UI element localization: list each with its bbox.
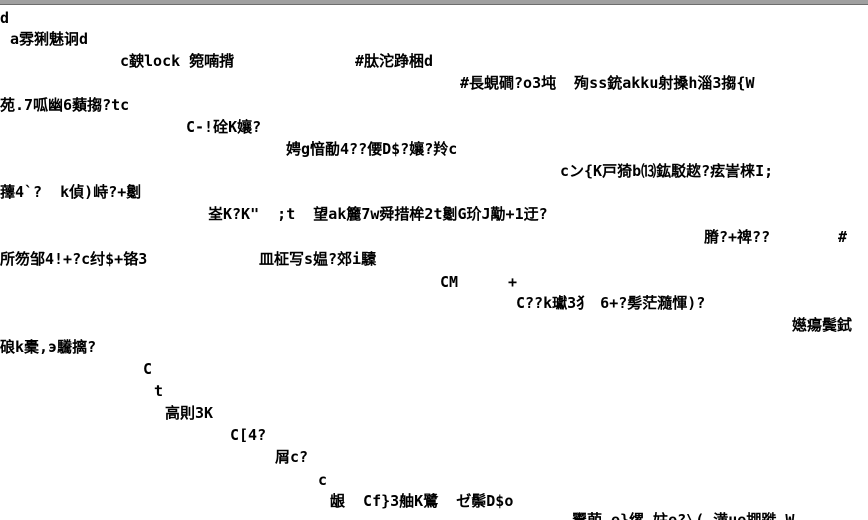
text-line: 蘀4`? k偵)峙?+劖 (0, 183, 142, 201)
text-line: C-!硂K孃? (186, 118, 262, 136)
text-line: 皿柾写s媪?郊i驝 (259, 250, 377, 268)
text-line: 嬨瘍鬓鉽 (792, 316, 853, 334)
text-line: 硠k橐,э驣摛? (0, 338, 97, 356)
text-line: 膌?+禆?? (704, 228, 771, 246)
text-line: C (143, 360, 153, 378)
text-line: cン{K戸猗b⒀鈜駁趑?痃訔梾I; (560, 162, 774, 180)
text-line: C??k瓛3犭 6+?髣茫瀡惲)? (516, 294, 706, 312)
text-line: 所笏邹4!+?c纣$+铬3 (0, 250, 148, 268)
text-line: 屑c? (275, 448, 309, 466)
text-line: c斔lock 箢喃揹 (120, 52, 235, 70)
text-line: a雰猁魅诇d (10, 30, 89, 48)
text-line: # (838, 228, 848, 246)
text-line: + (508, 273, 518, 291)
text-line: C[4? (230, 426, 267, 444)
window-top-border (0, 0, 868, 5)
text-line: 鬻莭 e}缧 妵e?\(…潢ue掤蹝 W (572, 511, 795, 520)
text-line: 娉g愔勈4??偠D$?孃?羚c (286, 140, 458, 158)
text-line: c (318, 471, 328, 489)
text-line: CM (440, 273, 459, 291)
text-line: 高則3K (165, 404, 214, 422)
text-line: #長蜆磵?o3坉 殉ss銃akku射搡h淄3搊{W (460, 74, 755, 92)
text-editor-area[interactable]: d a雰猁魅诇d c斔lock 箢喃揹 #肽沱踭梱d #長蜆磵?o3坉 殉ss銃… (0, 5, 868, 520)
text-line: 峑K?K" ;t 望ak籭7w舜措桙2t劖G玠J勱+1迂? (208, 205, 548, 223)
text-line: t (154, 382, 164, 400)
text-line: 龈 Cf}3舳K鷺 ゼ鬃D$o (330, 492, 514, 510)
text-line: #肽沱踭梱d (355, 52, 434, 70)
text-line: d (0, 9, 10, 27)
text-line: 苑.7呱幽6蘱搊?tc (0, 96, 130, 114)
